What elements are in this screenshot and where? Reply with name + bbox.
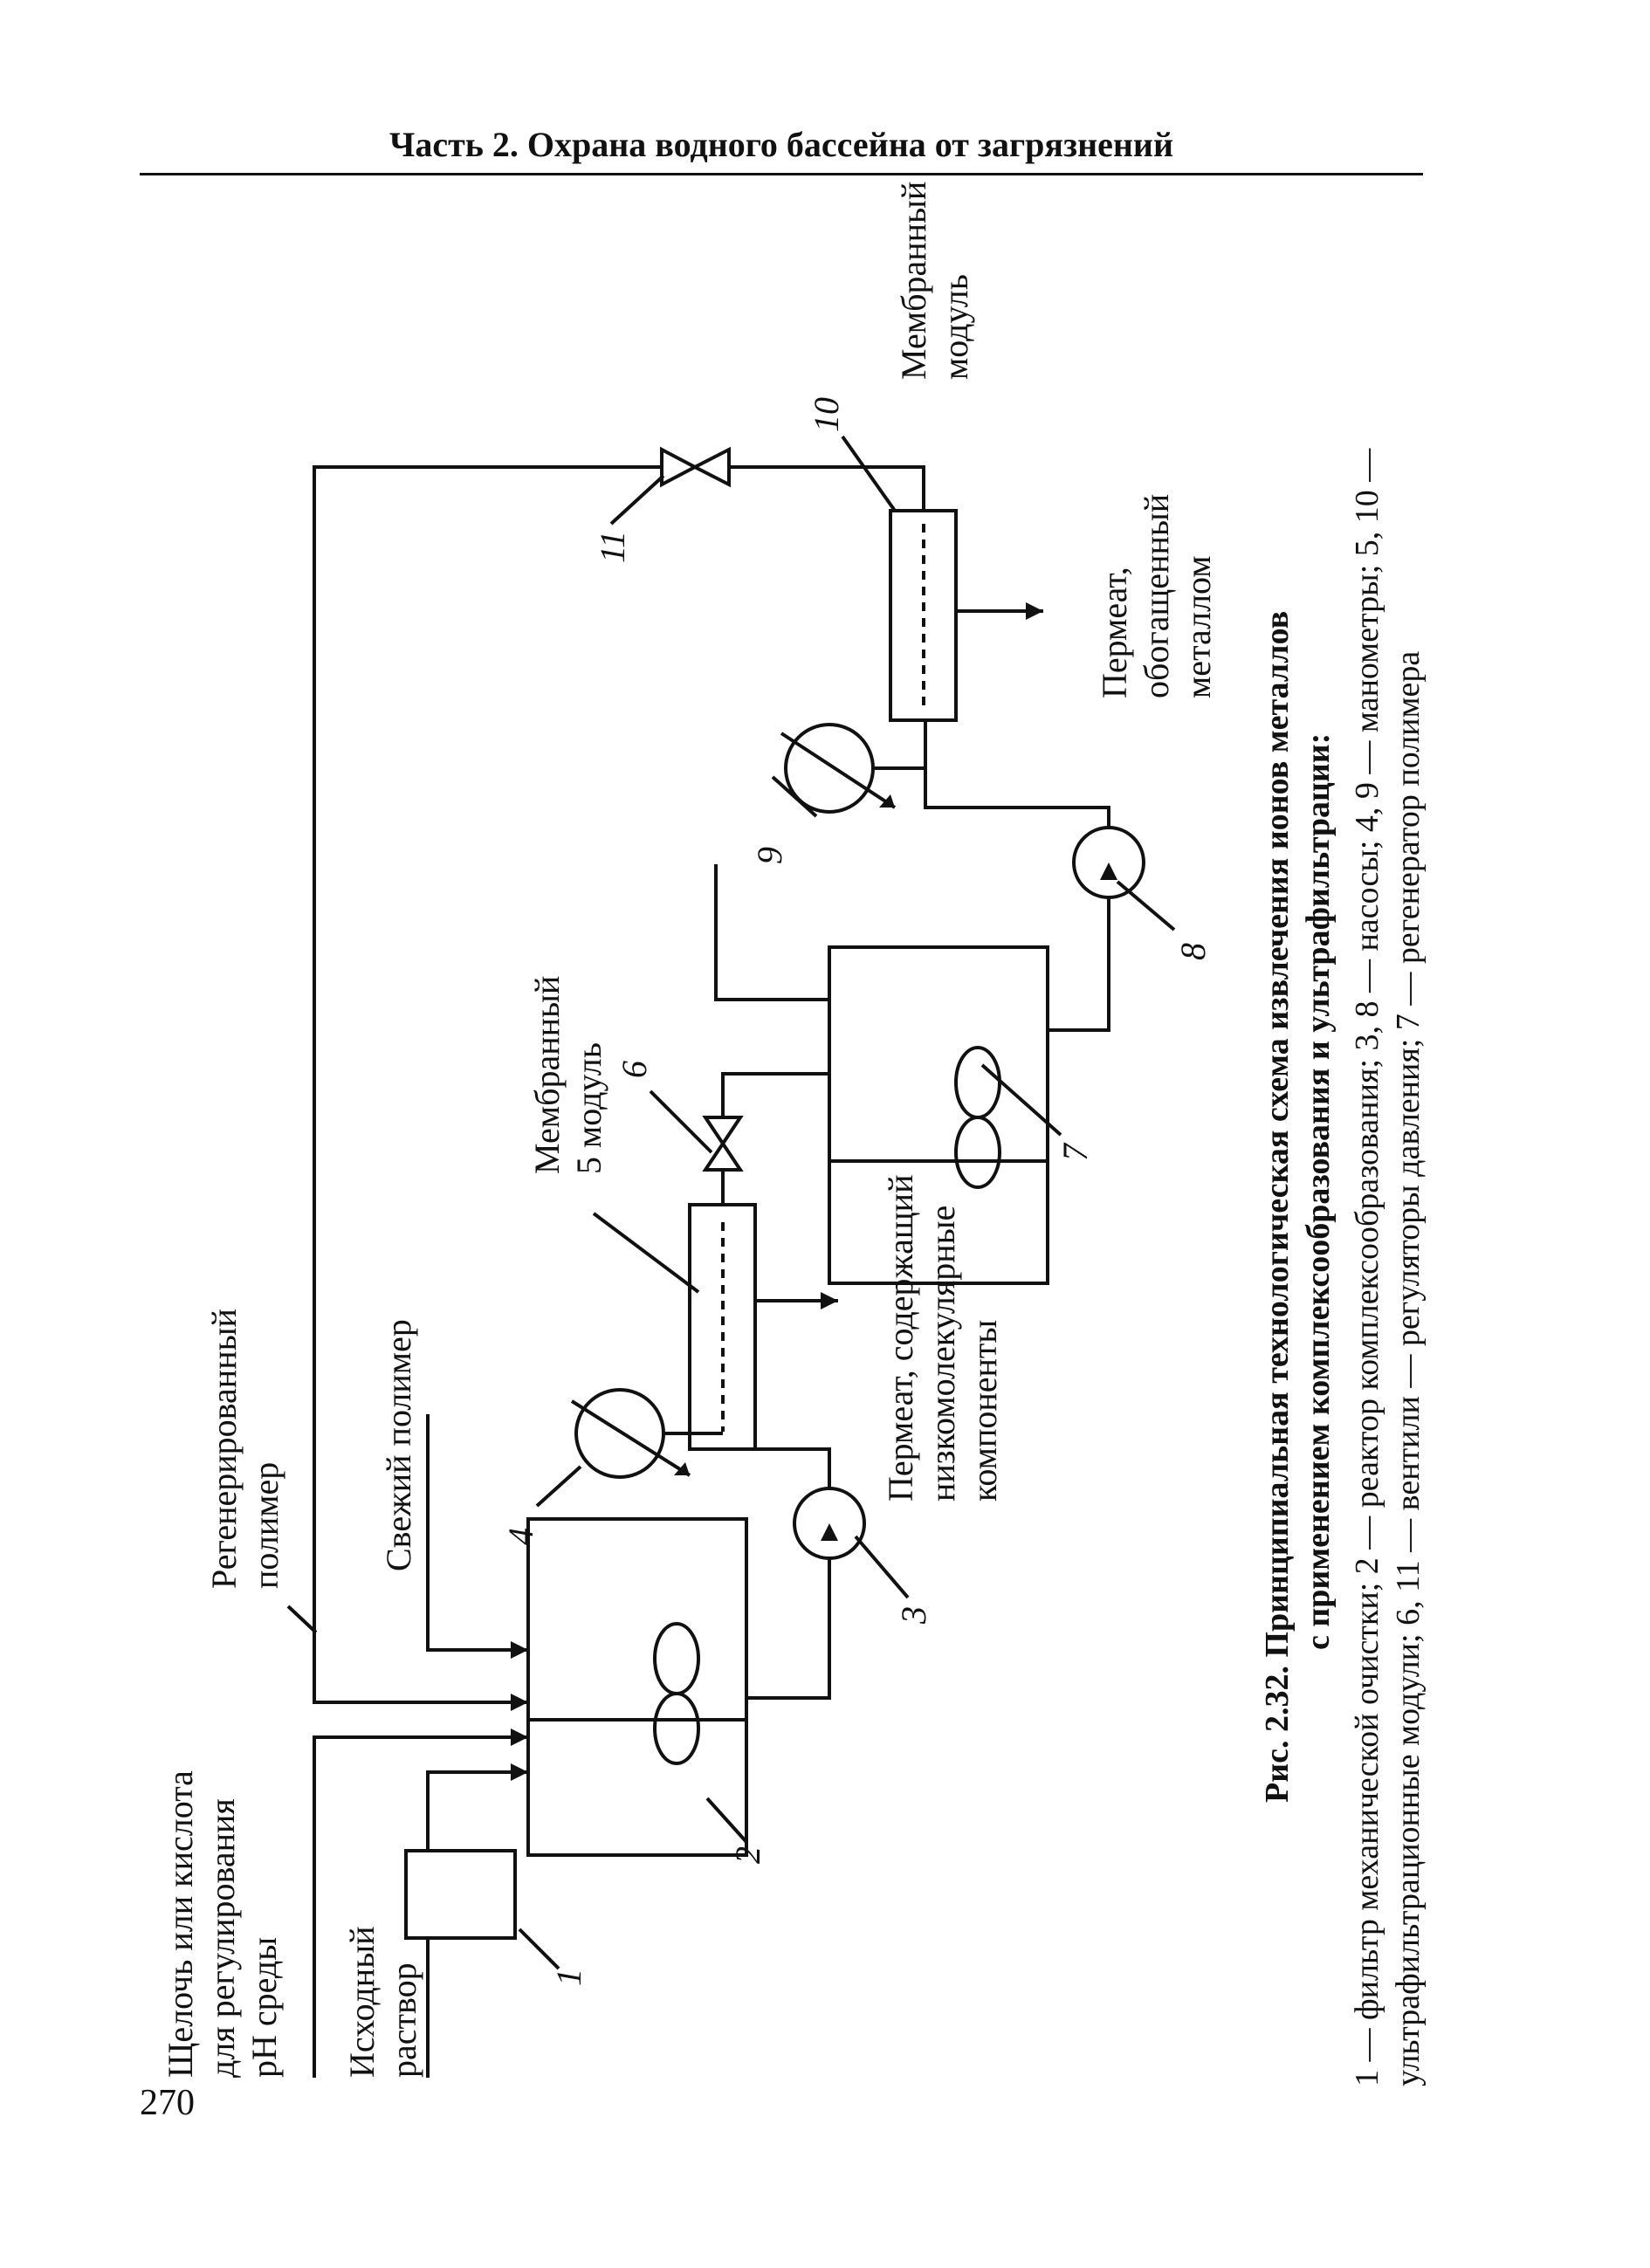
number-6: 6 — [615, 1061, 654, 1078]
arrow-into-reactor-1 — [511, 1763, 528, 1781]
mixer-2-top — [653, 1622, 700, 1695]
alkali-label: Щелочь или кислота для регулирования pH … — [161, 1762, 284, 2078]
valve-6-bottom — [702, 1116, 744, 1147]
number-11: 11 — [593, 531, 632, 563]
filter-to-reactor-line — [426, 1770, 528, 1851]
leader-2 — [705, 1797, 748, 1844]
arrow-gauge-9 — [879, 794, 895, 808]
leader-8 — [1116, 880, 1176, 931]
number-4: 4 — [501, 1528, 540, 1545]
reactor-2 — [526, 1517, 748, 1857]
mixer-2-bottom — [653, 1692, 700, 1765]
membrane-5-label: Мембранный 5 модуль — [527, 967, 608, 1174]
mixer-7-top — [954, 1046, 1001, 1119]
arrowheads — [511, 602, 1117, 1781]
membrane-10-label: Мембранный модуль — [894, 173, 975, 380]
number-7: 7 — [1055, 1142, 1095, 1161]
arrow-pump-8 — [1100, 863, 1117, 880]
number-10: 10 — [807, 397, 846, 432]
module-to-valve11-line — [729, 465, 925, 511]
fresh-polymer-line — [426, 1414, 528, 1652]
number-9: 9 — [750, 847, 789, 864]
valve-11-right — [691, 446, 731, 488]
pump8-to-module-line — [924, 720, 1110, 828]
regen-polymer-line — [313, 465, 662, 1704]
gauge-4 — [574, 1388, 665, 1479]
arrow-permeate-1 — [821, 1292, 838, 1309]
number-1: 1 — [549, 1969, 588, 1986]
valve-11-left — [660, 446, 699, 488]
arrow-gauge-4 — [674, 1462, 690, 1475]
reactor-to-pump-line — [746, 1558, 831, 1700]
caption-title-line-1: Рис. 2.32. Принципиальная технологическа… — [1259, 611, 1296, 1803]
header-rule — [140, 173, 1423, 175]
leader-6 — [649, 1089, 713, 1154]
regen-polymer-label: Регенерированный полимер — [204, 1300, 285, 1589]
leader-5 — [592, 1212, 700, 1294]
pump-to-module-line — [723, 1447, 831, 1488]
reactor-7 — [828, 945, 1049, 1285]
number-2: 2 — [728, 1846, 767, 1864]
gauge-4-needle — [570, 1399, 691, 1477]
figure-caption: Рис. 2.32. Принципиальная технологическа… — [1259, 448, 1427, 2086]
arrow-permeate-2 — [1026, 602, 1043, 620]
mixers — [653, 1046, 1001, 1765]
arrow-into-reactor-4 — [511, 1641, 528, 1659]
number-3: 3 — [894, 1606, 933, 1625]
leader-1 — [518, 1928, 560, 1970]
leader-10 — [841, 435, 897, 512]
running-head: Часть 2. Охрана водного бассейна от загр… — [388, 125, 1174, 164]
valve-to-reactor-line — [721, 1072, 829, 1117]
arrow-into-reactor-3 — [511, 1694, 528, 1711]
reactor-to-pump8-line — [1048, 897, 1110, 1032]
leader-9 — [771, 775, 818, 818]
valve-6-top — [702, 1140, 744, 1172]
reactor-7-outlet-line — [714, 864, 829, 1001]
caption-title-line-2: с применением комплексообразования и уль… — [1300, 733, 1337, 1650]
mixer-7-bottom — [954, 1116, 1001, 1189]
source-label: Исходный раствор — [342, 1918, 423, 2078]
diagram-labels: Щелочь или кислота для регулирования pH … — [161, 173, 1218, 2078]
page-number: 270 — [140, 2083, 195, 2123]
leader-3 — [854, 1535, 910, 1599]
permeate-1-label: Пермеат, содержащий низкомолекулярные ко… — [881, 1166, 1004, 1502]
caption-body-line-1: 1 — фильтр механической очистки; 2 — реа… — [1349, 448, 1385, 2086]
leader-regen — [286, 1605, 318, 1634]
arrow-pump-3 — [821, 1523, 838, 1541]
leader-4 — [535, 1465, 582, 1508]
leader-11 — [609, 474, 665, 526]
fresh-polymer-label: Свежий полимер — [379, 1319, 418, 1571]
caption-body-line-2: ультрафильтрационные модули; 6, 11 — вен… — [1390, 651, 1427, 2086]
arrow-into-reactor-2 — [511, 1728, 528, 1746]
number-8: 8 — [1173, 943, 1213, 960]
gauge-9-needle — [780, 732, 897, 809]
alkali-line — [313, 1735, 528, 2078]
permeate-2-label: Пермеат, обогащенный металлом — [1095, 485, 1218, 698]
leader-7 — [980, 1063, 1062, 1137]
filter-1 — [404, 1849, 517, 1940]
